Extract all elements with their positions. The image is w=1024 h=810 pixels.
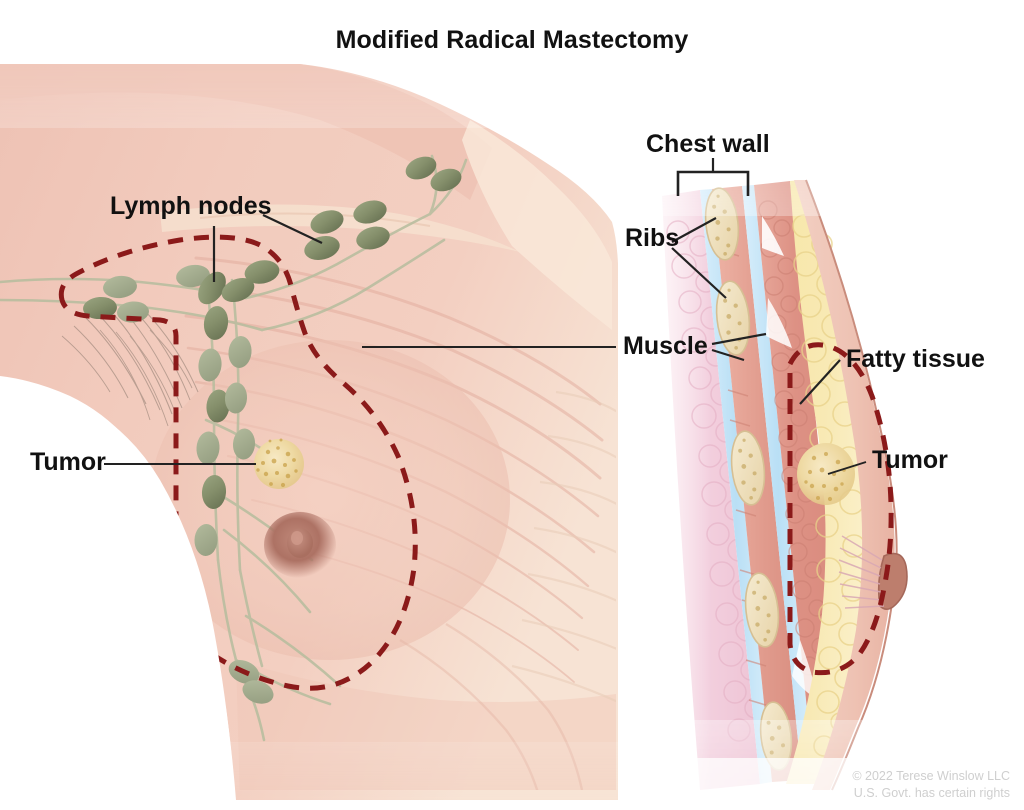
lymph-node bbox=[196, 431, 220, 465]
muscle-split bbox=[762, 216, 784, 256]
lymph-node bbox=[310, 210, 344, 234]
copyright-line-1: © 2022 Terese Winslow LLC bbox=[852, 769, 1010, 784]
rib bbox=[715, 280, 751, 356]
lymph-node bbox=[242, 680, 274, 704]
lymph-node bbox=[405, 156, 437, 180]
lymph-node bbox=[244, 260, 280, 284]
leader-tumor-right bbox=[827, 461, 867, 475]
leader-ribs-upper bbox=[671, 217, 717, 243]
ribs-faint bbox=[511, 390, 616, 704]
tumor-mass-right bbox=[797, 443, 855, 505]
lymph-node bbox=[304, 236, 340, 260]
lymph-node bbox=[232, 428, 256, 460]
lymph-node-chain bbox=[83, 156, 462, 704]
lymph-node bbox=[198, 271, 226, 305]
lymph-node bbox=[198, 348, 222, 382]
lymph-node bbox=[117, 301, 149, 323]
label-chest-wall: Chest wall bbox=[646, 130, 770, 158]
lymph-node bbox=[203, 306, 229, 340]
leader-lines bbox=[104, 158, 867, 475]
armpit-cutout bbox=[0, 380, 236, 804]
lower-torso-shadow bbox=[236, 660, 616, 790]
copyright-notice: © 2022 Terese Winslow LLC U.S. Govt. has… bbox=[852, 768, 1010, 802]
lymph-node bbox=[221, 277, 255, 303]
lymph-node bbox=[228, 336, 252, 368]
abdominal-contours bbox=[399, 622, 584, 790]
rib bbox=[730, 430, 766, 506]
lymph-node bbox=[224, 382, 248, 414]
label-ribs: Ribs bbox=[625, 224, 680, 252]
nipple-areola bbox=[264, 512, 336, 578]
right-panel-cross-section bbox=[650, 170, 950, 810]
excision-outline-dashed-right bbox=[787, 342, 894, 676]
lymph-node bbox=[353, 200, 387, 224]
clavicle bbox=[160, 204, 520, 252]
lymph-node bbox=[206, 389, 230, 423]
copyright-line-2: U.S. Govt. has certain rights bbox=[853, 786, 1010, 801]
leader-ribs-lower bbox=[671, 247, 727, 299]
label-fatty-tissue: Fatty tissue bbox=[846, 345, 985, 373]
lymph-node bbox=[430, 168, 462, 192]
leader-fatty-tissue bbox=[799, 359, 841, 405]
leader-lymph-nodes-diagonal bbox=[262, 214, 323, 244]
leader-muscle-upper bbox=[711, 332, 767, 346]
sternum-region bbox=[462, 120, 612, 330]
skin-layer bbox=[794, 180, 895, 790]
lymph-node bbox=[103, 275, 137, 299]
label-muscle: Muscle bbox=[623, 332, 708, 360]
label-tumor-right: Tumor bbox=[872, 446, 948, 474]
figure-title: Modified Radical Mastectomy bbox=[335, 26, 689, 54]
milk-ducts bbox=[838, 535, 885, 609]
lung-tissue bbox=[662, 190, 760, 790]
lymph-node bbox=[356, 226, 390, 250]
lymph-node bbox=[194, 524, 218, 556]
top-right-white bbox=[0, 0, 1024, 62]
label-lymph-nodes: Lymph nodes bbox=[110, 192, 272, 220]
lymph-node bbox=[201, 475, 227, 509]
leader-muscle-lower bbox=[711, 348, 745, 362]
tumor-mass-left bbox=[254, 438, 304, 489]
lymph-node bbox=[176, 264, 210, 288]
excision-outline-dashed-left bbox=[58, 234, 418, 691]
breast-mound bbox=[150, 340, 510, 660]
lymph-node bbox=[83, 296, 117, 320]
rib bbox=[744, 572, 780, 648]
label-tumor-left: Tumor bbox=[30, 448, 106, 476]
muscle-split bbox=[766, 298, 792, 348]
